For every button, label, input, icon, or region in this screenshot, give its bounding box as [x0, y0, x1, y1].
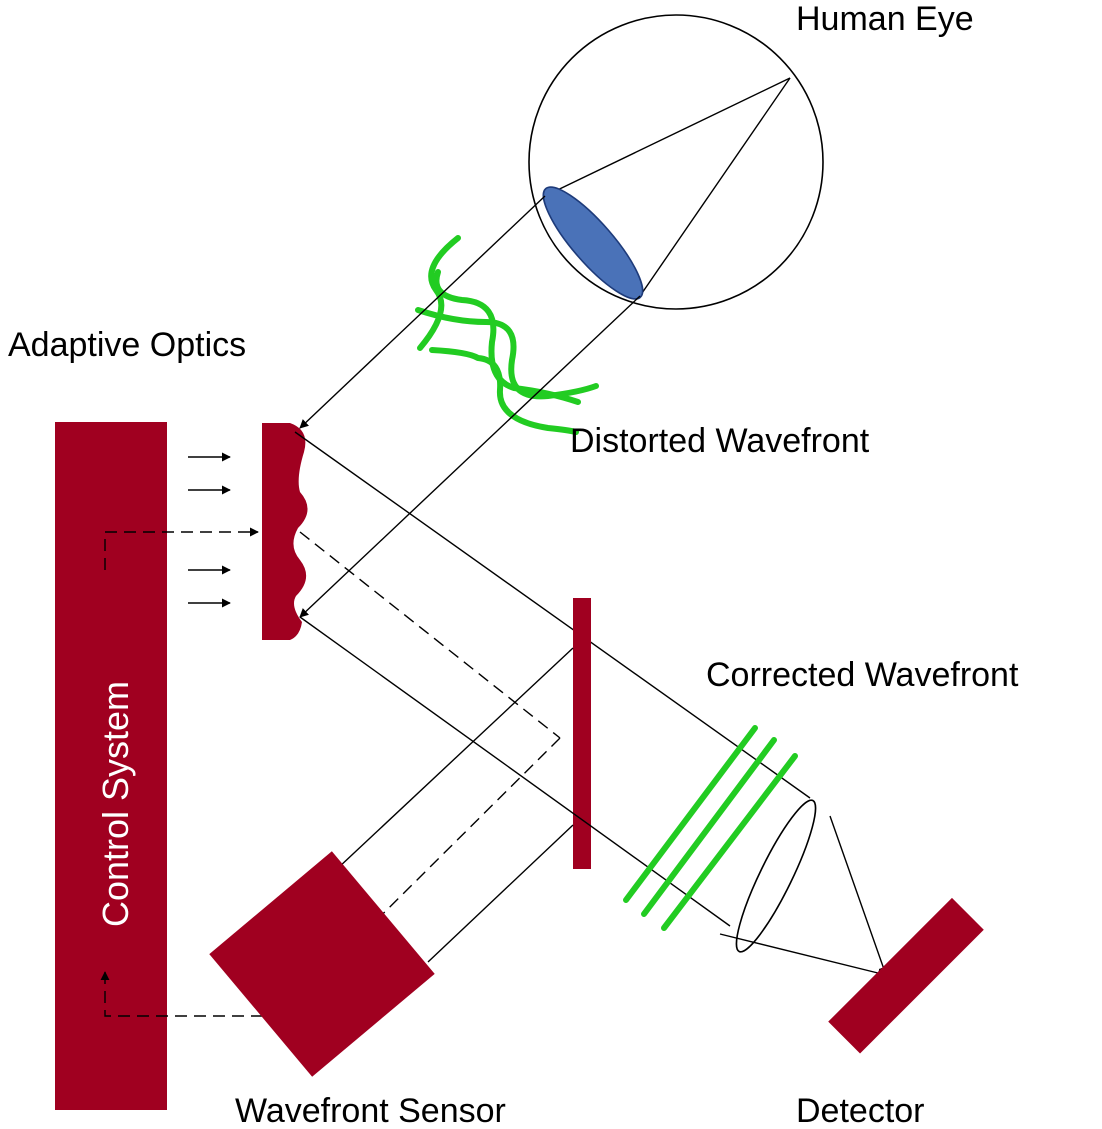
control-system-label: Control System	[95, 681, 136, 927]
corrected-wavefront	[623, 725, 798, 931]
focusing-lens	[735, 799, 817, 953]
control-system-block	[55, 422, 167, 1110]
corrected-wavefront-label: Corrected Wavefront	[706, 656, 1019, 694]
ray-to-mirror-lower	[299, 616, 731, 927]
control-loop-feedback	[100, 971, 282, 1017]
adaptive-optics-label: Adaptive Optics	[8, 326, 246, 364]
eyeball	[528, 14, 824, 310]
eye-inner-ray-bottom	[639, 77, 791, 297]
detector	[828, 897, 984, 1054]
wavefront-sensor	[209, 851, 435, 1077]
actuator-arrows	[188, 452, 231, 608]
ray-lens-to-detector-top	[829, 815, 888, 976]
distorted-wavefront	[415, 235, 599, 435]
ray-mirror-to-lens-top	[294, 431, 811, 799]
ray-eye-to-sensor	[337, 647, 574, 869]
ray-sensor-return	[427, 824, 574, 963]
ray-lens-to-detector-bottom	[719, 933, 887, 978]
deformable-mirror	[262, 423, 308, 640]
eye-inner-ray-top	[544, 77, 791, 197]
ray-mirror-to-sensor-dash-1	[299, 531, 561, 739]
control-loop-output	[104, 527, 259, 570]
ray-eye-to-mirror-top	[299, 195, 546, 429]
ray-eye-to-mirror-bottom	[299, 295, 641, 618]
eye-lens	[542, 186, 644, 300]
beam-splitter	[573, 598, 591, 869]
wavefront-sensor-label: Wavefront Sensor	[235, 1092, 506, 1129]
human-eye-label: Human Eye	[796, 0, 974, 38]
distorted-wavefront-label: Distorted Wavefront	[570, 422, 870, 460]
detector-label: Detector	[796, 1092, 925, 1129]
